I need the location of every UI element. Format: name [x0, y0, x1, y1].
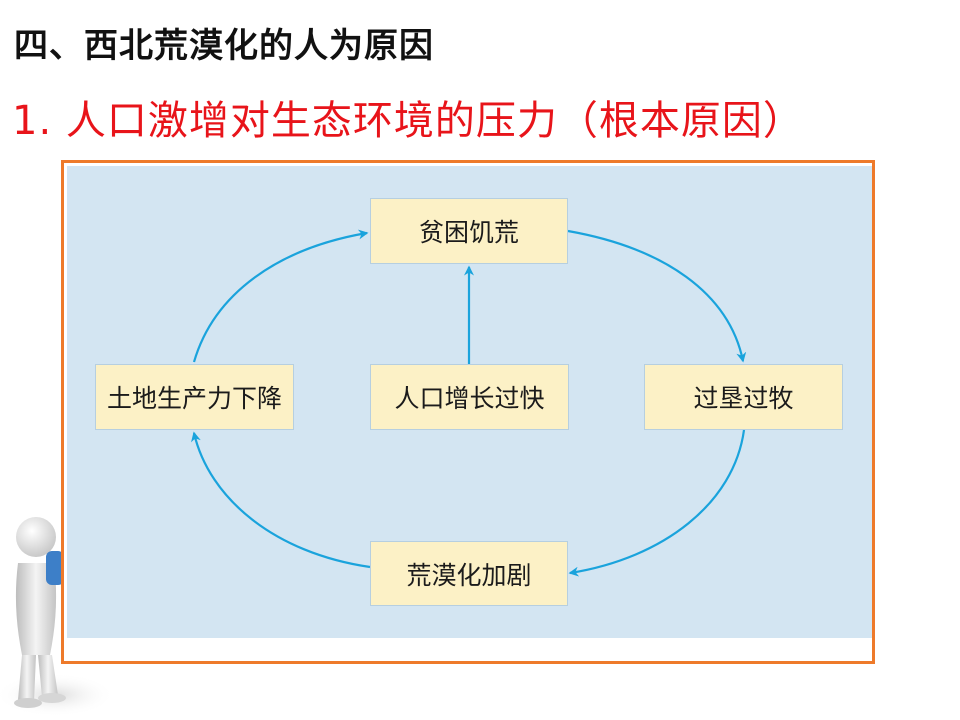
node-land-productivity-decline: 土地生产力下降: [95, 364, 294, 430]
diagram-frame: 贫困饥荒 土地生产力下降 人口增长过快 过垦过牧 荒漠化加剧: [61, 160, 875, 664]
node-desertification-intensifies: 荒漠化加剧: [370, 541, 568, 606]
slide-heading: 四、西北荒漠化的人为原因: [14, 26, 434, 66]
thinking-person-figurine-icon: [0, 517, 115, 717]
diagram-arrows: [191, 229, 747, 577]
node-overcultivation-overgrazing: 过垦过牧: [644, 364, 843, 430]
slide-subheading: 1. 人口激增对生态环境的压力（根本原因）: [12, 98, 804, 144]
arrow-famine-to-overuse: [567, 229, 747, 363]
arrow-productivity-decline-to-famine: [192, 229, 369, 363]
node-rapid-population-growth: 人口增长过快: [370, 364, 569, 430]
arrow-overuse-to-desertification: [568, 429, 746, 577]
arrow-desertification-to-productivity-decline: [191, 431, 371, 569]
node-poverty-famine: 贫困饥荒: [370, 198, 568, 264]
